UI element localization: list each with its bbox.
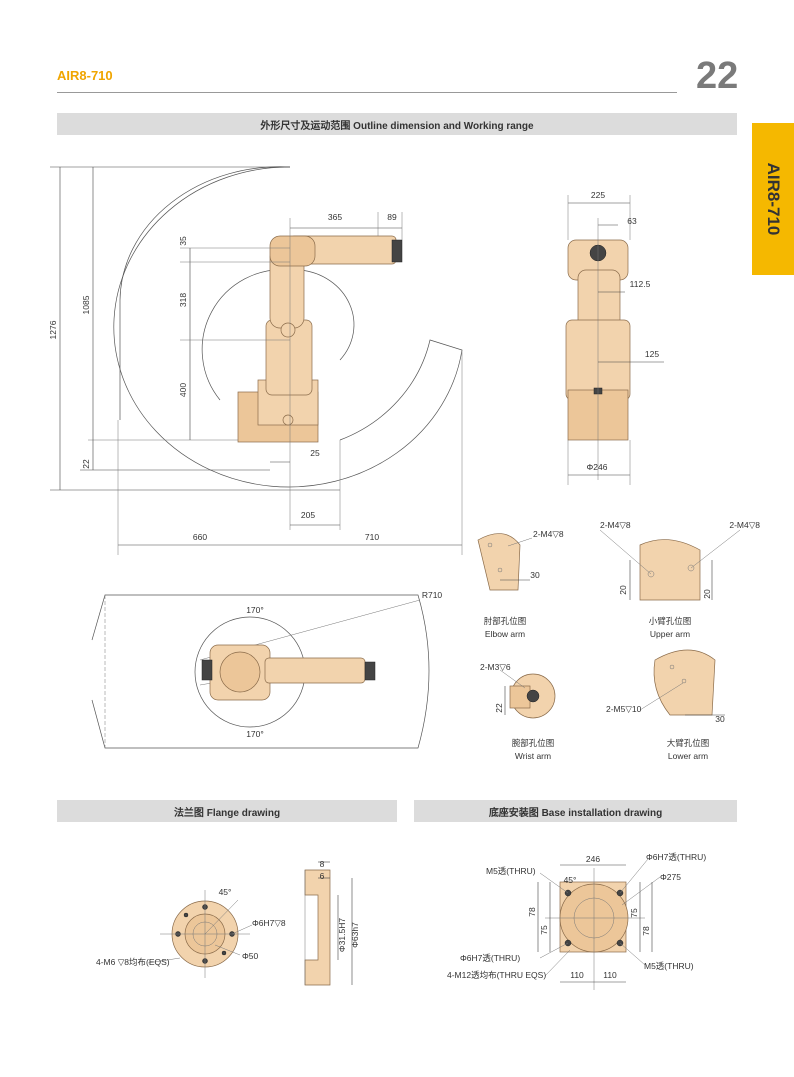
- section-base: 底座安装图 Base installation drawing: [414, 800, 737, 822]
- base-m12: 4-M12透均布(THRU EQS): [447, 970, 546, 980]
- flange-phi63: Φ63h7: [350, 922, 360, 948]
- wrist-arm-detail: 2-M3▽6 22 腕部孔位图 Wrist arm: [480, 662, 556, 761]
- side-tab: AIR8-710: [752, 123, 794, 275]
- flange-phi50: Φ50: [242, 951, 259, 961]
- lower-spec: 2-M5▽10: [606, 704, 642, 714]
- dim-365: 365: [328, 212, 342, 222]
- upper-label-cn: 小臂孔位图: [649, 616, 692, 626]
- elbow-arm-detail: 2-M4▽8 30 肘部孔位图 Elbow arm: [477, 529, 564, 639]
- dim-1085: 1085: [81, 295, 91, 314]
- wrist-label-en: Wrist arm: [515, 751, 551, 761]
- dim-22: 22: [81, 459, 91, 469]
- upper-spec-left: 2-M4▽8: [600, 520, 631, 530]
- wrist-dim: 22: [494, 703, 504, 713]
- upper-arm-detail: 2-M4▽8 2-M4▽8 20 20 小臂孔位图 Upper arm: [599, 520, 760, 639]
- wrist-spec: 2-M3▽6: [480, 662, 511, 672]
- base-dim-246: 246: [586, 854, 600, 864]
- flange-phi6h7: Φ6H7▽8: [252, 918, 286, 928]
- dim-125: 125: [645, 349, 659, 359]
- elbow-spec: 2-M4▽8: [533, 529, 564, 539]
- angle-top: 170°: [246, 605, 264, 615]
- upper-dim-left: 20: [618, 585, 628, 595]
- base-dim-75-r: 75: [629, 908, 639, 918]
- model-title: AIR8-710: [57, 68, 113, 83]
- base-phi275: Φ275: [660, 872, 681, 882]
- wrist-label-cn: 腕部孔位图: [512, 738, 555, 748]
- upper-dim-right: 20: [702, 589, 712, 599]
- elbow-label-en: Elbow arm: [485, 629, 525, 639]
- base-phi6h7-bottom: Φ6H7透(THRU): [460, 953, 520, 963]
- dim-63: 63: [627, 216, 637, 226]
- dim-35: 35: [178, 236, 188, 246]
- section-flange: 法兰图 Flange drawing: [57, 800, 397, 822]
- page-number: 22: [696, 55, 739, 97]
- base-m5-right: M5透(THRU): [644, 961, 694, 971]
- dim-1276: 1276: [48, 320, 58, 339]
- flange-dim-8: 8: [320, 859, 325, 869]
- elbow-label-cn: 肘部孔位图: [484, 616, 527, 626]
- dim-89: 89: [387, 212, 397, 222]
- section-outline: 外形尺寸及运动范围 Outline dimension and Working …: [57, 113, 737, 135]
- base-phi6h7-top: Φ6H7透(THRU): [646, 852, 706, 862]
- angle-bottom: 170°: [246, 729, 264, 739]
- dim-225: 225: [591, 190, 605, 200]
- flange-phi31-5: Φ31.5H7: [337, 918, 347, 952]
- base-dim-78-l: 78: [527, 907, 537, 917]
- flange-dim-6: 6: [320, 871, 325, 881]
- flange-m6: 4-M6 ▽8均布(EQS): [96, 957, 170, 967]
- header-rule: [57, 92, 677, 93]
- dim-25: 25: [310, 448, 320, 458]
- dim-710: 710: [365, 532, 379, 542]
- lower-label-cn: 大臂孔位图: [667, 738, 710, 748]
- dim-phi246: Φ246: [587, 462, 608, 472]
- lower-label-en: Lower arm: [668, 751, 708, 761]
- dim-660: 660: [193, 532, 207, 542]
- flange-angle: 45°: [219, 887, 232, 897]
- base-installation-drawing: 246 Φ6H7透(THRU) Φ275 M5透(THRU) 45° 78 75…: [447, 852, 706, 990]
- base-dim-75-l: 75: [539, 925, 549, 935]
- top-view: R710 170° 170°: [91, 590, 443, 749]
- r710-label: R710: [422, 590, 443, 600]
- base-dim-78-r: 78: [641, 926, 651, 936]
- lower-dim: 30: [715, 714, 725, 724]
- elbow-dim: 30: [530, 570, 540, 580]
- upper-label-en: Upper arm: [650, 629, 690, 639]
- dim-205: 205: [301, 510, 315, 520]
- base-dim-110-l: 110: [570, 970, 584, 980]
- base-dim-110-r: 110: [603, 970, 617, 980]
- dim-400: 400: [178, 383, 188, 397]
- lower-arm-detail: 2-M5▽10 30 大臂孔位图 Lower arm: [606, 649, 725, 761]
- upper-spec-right: 2-M4▽8: [729, 520, 760, 530]
- flange-drawing: 45° Φ6H7▽8 Φ50 4-M6 ▽8均布(EQS) 8 6 Φ31.5H…: [96, 859, 360, 986]
- side-view: 1276 1085 22 35 318 400 365 89 25 205 66…: [48, 166, 463, 555]
- base-m5-left: M5透(THRU): [486, 866, 536, 876]
- front-view: 225 63 112.5 125 Φ246: [565, 190, 664, 485]
- dim-318: 318: [178, 293, 188, 307]
- dim-112-5: 112.5: [630, 279, 651, 289]
- base-angle: 45°: [564, 875, 577, 885]
